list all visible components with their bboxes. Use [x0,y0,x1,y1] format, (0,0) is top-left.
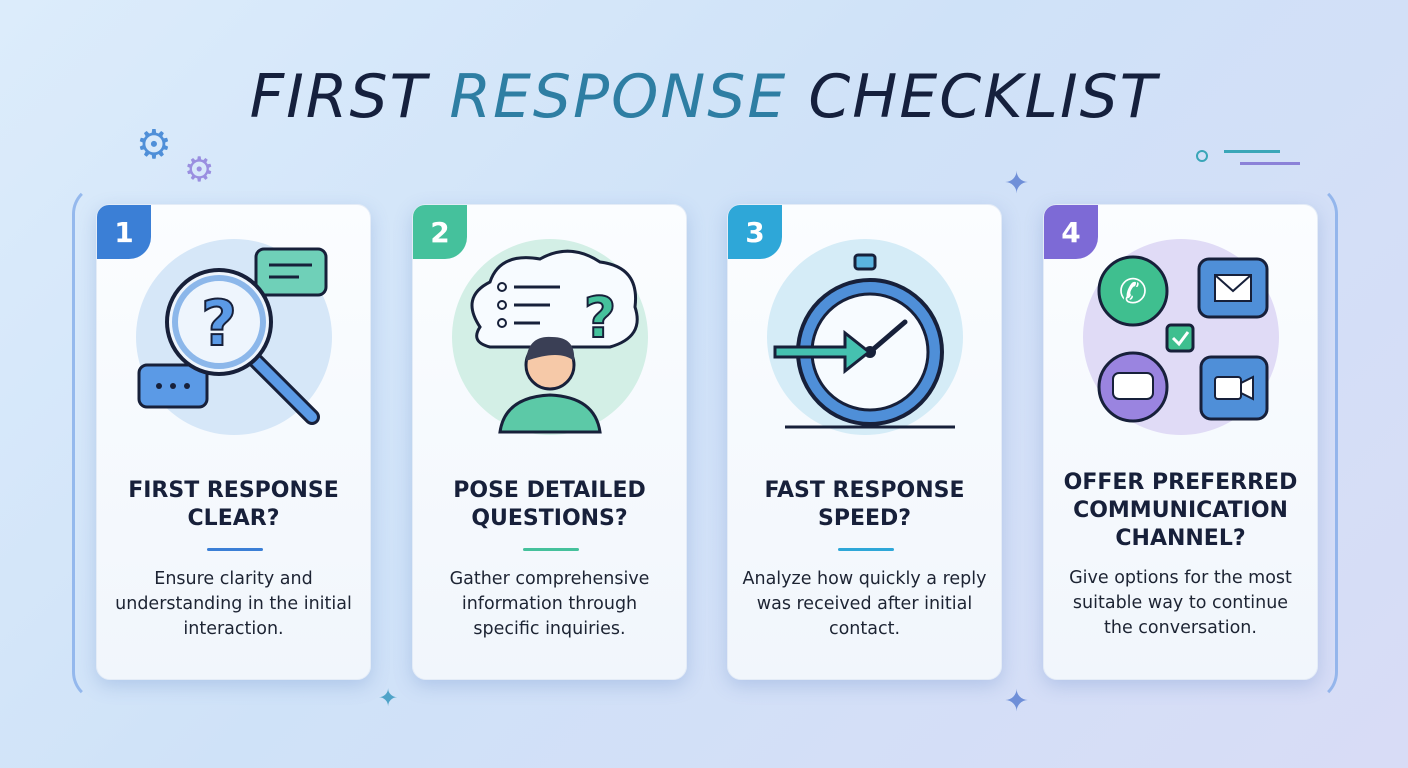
gear-icon: ⚙ [184,150,215,190]
magnifier-question-icon: ? [136,239,332,435]
svg-text:✆: ✆ [1119,272,1148,312]
circle-decoration [1196,150,1208,162]
communication-channels-icon: ✆ [1083,239,1279,435]
title-response: RESPONSE [449,62,788,132]
card-description: Ensure clarity and understanding in the … [115,569,352,639]
decorative-frame [72,184,1338,702]
sparkle-icon: ✦ [1004,166,1030,201]
card-description: Gather comprehensive information through… [449,569,650,639]
title-first: FIRST [249,62,429,132]
checklist-card-2: 2 ? POSE DETAILED QUESTIONS? Gather comp… [412,204,687,680]
line-decoration [1224,150,1280,153]
title-checklist: CHECKLIST [808,62,1159,132]
card-heading: OFFER PREFERRED COMMUNICATION CHANNEL? [1063,470,1298,551]
stopwatch-icon [767,239,963,435]
step-badge: 1 [97,205,151,259]
sparkle-icon: ✦ [1004,684,1030,719]
checklist-card-1: 1 ? FIRST RESPONSE CLEAR? Ensure clarity… [96,204,371,680]
page-title: FIRST RESPONSE CHECKLIST [0,62,1408,132]
sparkle-icon: ✦ [378,684,399,712]
step-badge: 2 [413,205,467,259]
svg-text:?: ? [584,286,616,351]
divider [838,548,894,551]
card-heading: POSE DETAILED QUESTIONS? [453,478,646,531]
svg-text:?: ? [201,287,237,360]
card-description: Analyze how quickly a reply was received… [742,569,987,639]
checklist-card-4: 4 ✆ OFFER PREFERRED COMMUNICATION CHANNE… [1043,204,1318,680]
card-description: Give options for the most suitable way t… [1069,568,1292,638]
line-decoration [1240,162,1300,165]
step-badge: 3 [728,205,782,259]
checklist-card-3: 3 FAST RESPONSE SPEED? Analyze how quick… [727,204,1002,680]
card-heading: FAST RESPONSE SPEED? [764,478,965,531]
divider [207,548,263,551]
card-heading: FIRST RESPONSE CLEAR? [128,478,339,531]
thinking-person-icon: ? [452,239,648,435]
step-badge: 4 [1044,205,1098,259]
gear-icon: ⚙ [136,122,172,168]
divider [523,548,579,551]
